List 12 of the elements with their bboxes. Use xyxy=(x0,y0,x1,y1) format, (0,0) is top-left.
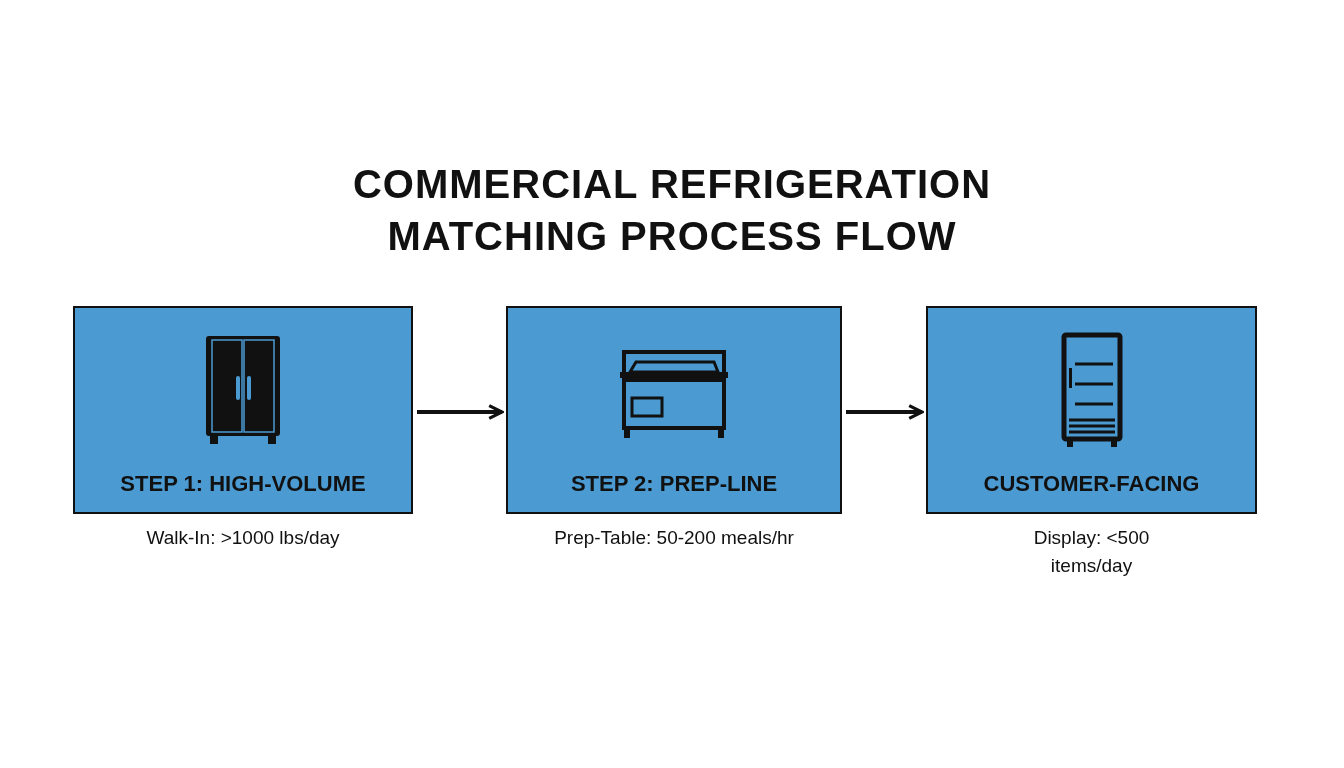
step-caption: Display: <500 items/day xyxy=(1032,526,1151,578)
step-heading: STEP 2: PREP-LINE xyxy=(569,470,779,498)
process-step-box xyxy=(926,306,1257,514)
process-step-box xyxy=(73,306,413,514)
step-caption: Walk-In: >1000 lbs/day xyxy=(145,526,341,550)
diagram-title: COMMERCIAL REFRIGERATION MATCHING PROCESS FLOW xyxy=(351,161,993,260)
step-caption: Prep-Table: 50-200 meals/hr xyxy=(554,526,794,550)
step-heading: CUSTOMER-FACING xyxy=(982,470,1201,498)
process-step-box xyxy=(506,306,842,514)
arrow xyxy=(417,404,504,420)
step-heading: STEP 1: HIGH-VOLUME xyxy=(119,470,367,498)
arrow xyxy=(846,404,924,420)
